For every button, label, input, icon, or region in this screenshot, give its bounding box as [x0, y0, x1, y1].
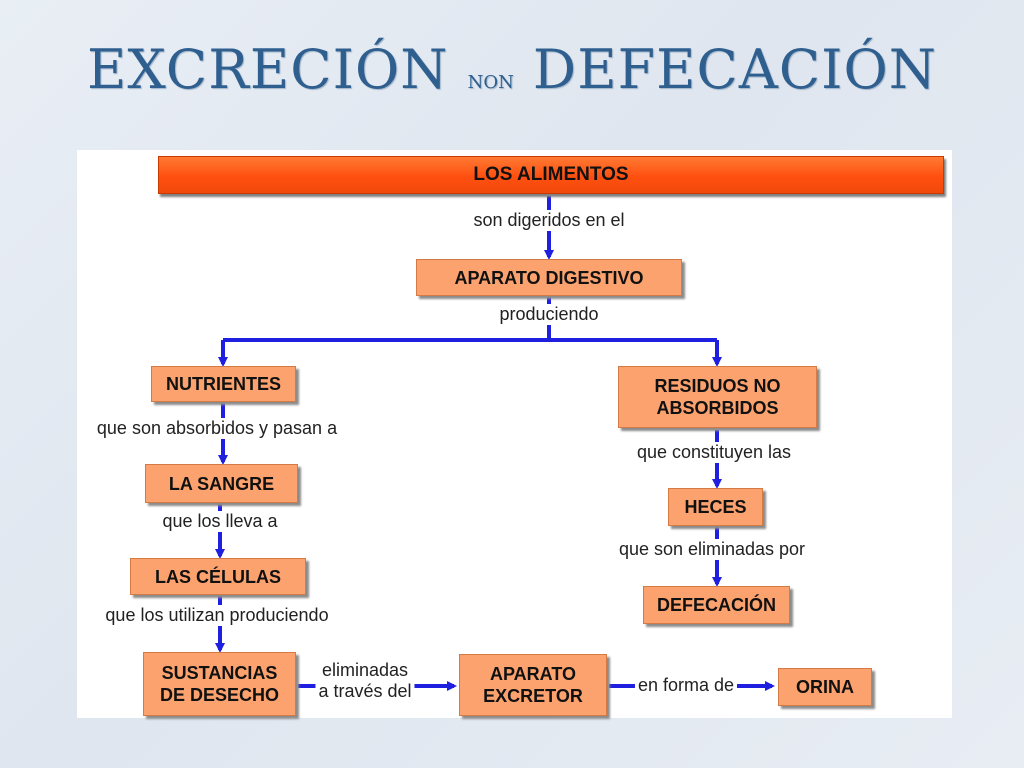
node-orina: ORINA [778, 668, 872, 706]
link-absorbidos: que son absorbidos y pasan a [93, 418, 341, 439]
node-heces: HECES [668, 488, 763, 526]
node-aparato-excretor: APARATO EXCRETOR [459, 654, 607, 716]
node-residuos: RESIDUOS NO ABSORBIDOS [618, 366, 817, 428]
node-sangre: LA SANGRE [145, 464, 298, 503]
node-aparato-digestivo: APARATO DIGESTIVO [416, 259, 682, 296]
node-defecacion: DEFECACIÓN [643, 586, 790, 624]
link-eliminadas-traves: eliminadas a través del [315, 660, 415, 702]
node-nutrientes: NUTRIENTES [151, 366, 296, 402]
title-excrecion: EXCRECIÓN [86, 38, 449, 101]
node-alimentos: LOS ALIMENTOS [158, 156, 944, 194]
concept-map: LOS ALIMENTOS APARATO DIGESTIVO NUTRIENT… [77, 150, 952, 718]
link-constituyen: que constituyen las [633, 442, 795, 463]
slide-title: EXCRECIÓN NON DEFECACIÓN [0, 38, 1024, 101]
link-forma: en forma de [634, 675, 738, 696]
link-utilizan: que los utilizan produciendo [102, 605, 332, 626]
title-defecacion: DEFECACIÓN [532, 38, 938, 101]
title-connector: NON [467, 72, 514, 93]
link-produciendo: produciendo [496, 304, 602, 325]
link-eliminadas-por: que son eliminadas por [615, 539, 809, 560]
node-celulas: LAS CÉLULAS [130, 558, 306, 595]
node-sustancias: SUSTANCIAS DE DESECHO [143, 652, 296, 716]
link-lleva: que los lleva a [159, 511, 281, 532]
link-digeridos: son digeridos en el [470, 210, 628, 231]
